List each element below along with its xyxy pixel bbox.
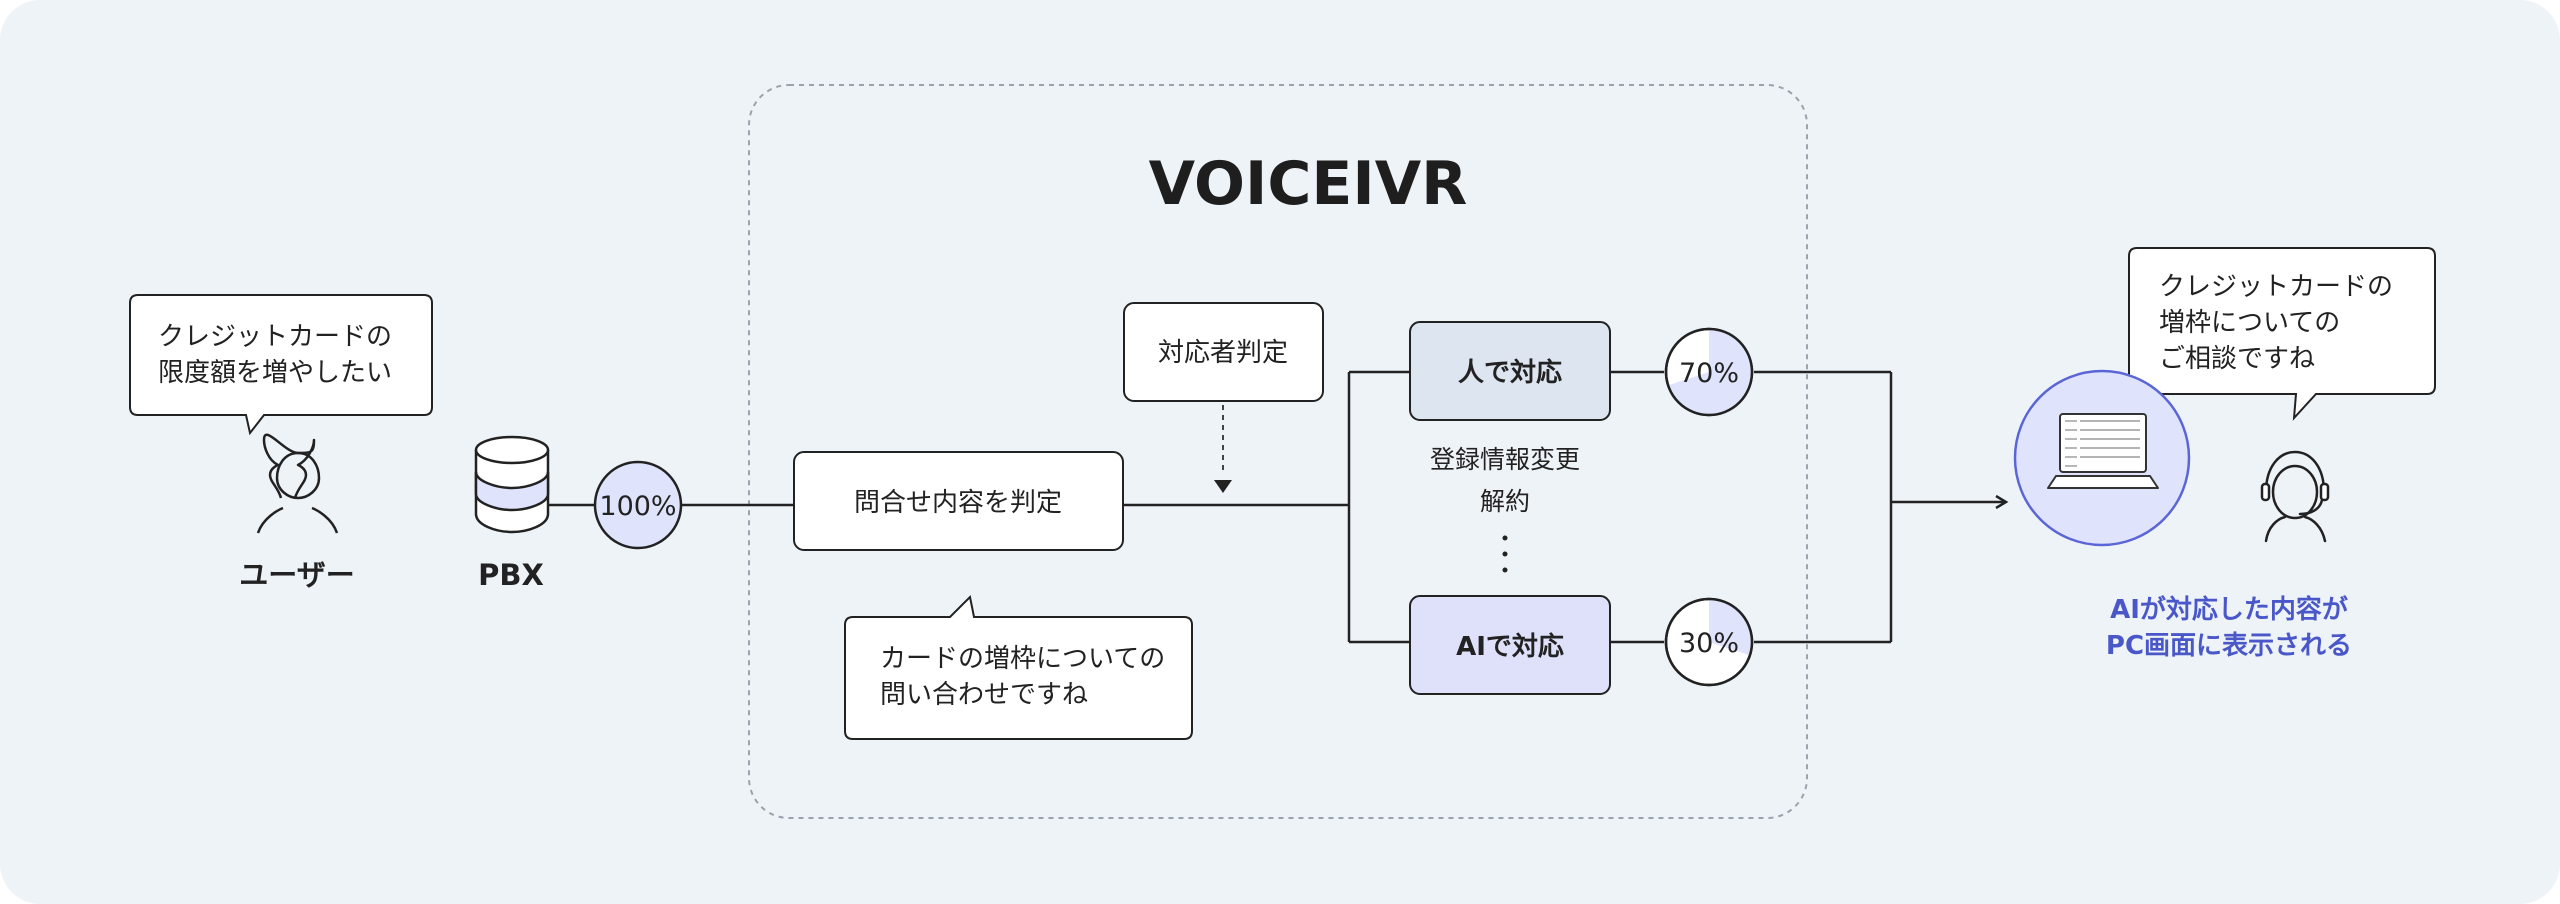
- human-box-label: 人で対応: [1458, 357, 1562, 388]
- operator-speech-line1: クレジットカードの: [2159, 272, 2393, 302]
- user-speech-line2: 限度額を増やしたい: [158, 358, 392, 388]
- inquiry-judgement-box: 問合せ内容を判定: [793, 451, 1124, 551]
- user-label: ユーザー: [239, 558, 354, 592]
- middle-list-line1: 登録情報変更: [1430, 445, 1580, 474]
- middle-list-dots: [1502, 535, 1508, 573]
- responder-box-label: 対応者判定: [1158, 338, 1288, 368]
- pbx-label: PBX: [478, 558, 544, 592]
- inquiry-box-label: 問合せ内容を判定: [854, 488, 1062, 518]
- ai-percent-badge: 30%: [1664, 597, 1754, 687]
- responder-judgement-box: 対応者判定: [1123, 302, 1324, 402]
- human-share-fill: [1669, 330, 1752, 414]
- operator-speech-bubble: クレジットカードの 増枠についての ご相談ですね: [2128, 247, 2436, 421]
- operator-speech-line2: 増枠についての: [2159, 308, 2340, 338]
- user-speech-bubble: クレジットカードの 限度額を増やしたい: [129, 294, 433, 436]
- pbx-percent: 100%: [599, 491, 676, 522]
- diagram-title: VOICEIVR: [1149, 149, 1468, 219]
- voiceivr-container: [748, 84, 1808, 819]
- result-line2: PC画面に表示される: [2106, 631, 2352, 661]
- operator-speech-line3: ご相談ですね: [2159, 344, 2315, 374]
- middle-list-line2: 解約: [1480, 487, 1530, 516]
- pbx-percent-badge: 100%: [593, 460, 683, 550]
- user-speech-line1: クレジットカードの: [158, 322, 392, 352]
- database-icon: [474, 435, 550, 534]
- result-line1: AIが対応した内容が: [2110, 594, 2348, 625]
- human-percent-badge: 70%: [1664, 327, 1754, 417]
- person-icon: [256, 433, 339, 534]
- inquiry-speech-line1: カードの増枠についての: [880, 644, 1165, 674]
- headset-operator-icon: [2260, 450, 2330, 543]
- inquiry-speech-bubble: カードの増枠についての 問い合わせですね: [844, 594, 1193, 740]
- responder-arrow-head: [1214, 480, 1232, 493]
- ai-box-label: AIで対応: [1456, 631, 1564, 662]
- human-response-box: 人で対応: [1409, 321, 1611, 421]
- inquiry-speech-line2: 問い合わせですね: [880, 680, 1088, 710]
- ai-response-box: AIで対応: [1409, 595, 1611, 695]
- connector-lines: [545, 370, 1893, 644]
- human-percent: 70%: [1679, 358, 1739, 389]
- ai-percent: 30%: [1679, 628, 1739, 659]
- laptop-icon: [2013, 369, 2191, 547]
- ai-share-fill: [1709, 600, 1751, 655]
